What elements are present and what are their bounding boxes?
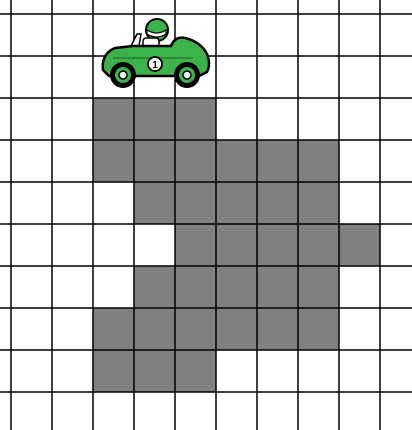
grid-cell-filled[interactable] (257, 224, 298, 266)
grid-cell-empty[interactable] (52, 182, 93, 224)
grid-cell-empty[interactable] (11, 140, 52, 182)
grid-cells (11, 14, 412, 430)
grid-cell-filled[interactable] (93, 98, 134, 140)
grid-cell-empty[interactable] (216, 14, 257, 56)
grid-cell-empty[interactable] (11, 98, 52, 140)
grid-cell-empty[interactable] (52, 56, 93, 98)
grid-cell-empty[interactable] (11, 266, 52, 308)
grid-cell-filled[interactable] (134, 140, 175, 182)
grid-cell-filled[interactable] (216, 182, 257, 224)
grid-cell-empty[interactable] (339, 182, 380, 224)
grid-cell-filled[interactable] (216, 266, 257, 308)
grid-cell-empty[interactable] (52, 308, 93, 350)
grid-cell-filled[interactable] (298, 140, 339, 182)
grid-cell-filled[interactable] (175, 266, 216, 308)
grid-cell-empty[interactable] (216, 350, 257, 392)
grid-cell-empty[interactable] (52, 350, 93, 392)
grid-cell-empty[interactable] (339, 392, 380, 430)
rear-wheel (110, 62, 136, 88)
grid-cell-empty[interactable] (11, 14, 52, 56)
front-wheel (174, 62, 200, 88)
grid-cell-filled[interactable] (93, 140, 134, 182)
grid-cell-empty[interactable] (93, 266, 134, 308)
grid-cell-empty[interactable] (298, 350, 339, 392)
grid-cell-filled[interactable] (175, 308, 216, 350)
grid-cell-empty[interactable] (11, 182, 52, 224)
grid-cell-empty[interactable] (257, 392, 298, 430)
grid-cell-empty[interactable] (339, 140, 380, 182)
grid-cell-filled[interactable] (257, 266, 298, 308)
grid-cell-empty[interactable] (134, 392, 175, 430)
grid-cell-filled[interactable] (175, 224, 216, 266)
grid-cell-filled[interactable] (93, 350, 134, 392)
grid-cell-empty[interactable] (339, 98, 380, 140)
grid-cell-empty[interactable] (298, 14, 339, 56)
grid-cell-empty[interactable] (339, 14, 380, 56)
grid-cell-empty[interactable] (11, 224, 52, 266)
grid-cell-filled[interactable] (257, 182, 298, 224)
grid-cell-empty[interactable] (380, 266, 412, 308)
grid-cell-filled[interactable] (134, 308, 175, 350)
grid-cell-filled[interactable] (257, 140, 298, 182)
grid-cell-empty[interactable] (52, 140, 93, 182)
grid-cell-filled[interactable] (298, 182, 339, 224)
grid-cell-empty[interactable] (339, 56, 380, 98)
grid-cell-filled[interactable] (298, 266, 339, 308)
car-number: 1 (152, 60, 158, 71)
grid-cell-empty[interactable] (52, 224, 93, 266)
grid-cell-filled[interactable] (339, 224, 380, 266)
grid-cell-empty[interactable] (339, 350, 380, 392)
grid-cell-empty[interactable] (11, 56, 52, 98)
grid-cell-filled[interactable] (134, 266, 175, 308)
grid-cell-filled[interactable] (134, 182, 175, 224)
grid-cell-empty[interactable] (298, 98, 339, 140)
grid-cell-empty[interactable] (93, 182, 134, 224)
grid-cell-filled[interactable] (175, 182, 216, 224)
grid-cell-filled[interactable] (134, 98, 175, 140)
grid-cell-empty[interactable] (93, 224, 134, 266)
grid-cell-empty[interactable] (257, 98, 298, 140)
grid-cell-filled[interactable] (216, 308, 257, 350)
grid-cell-empty[interactable] (11, 350, 52, 392)
grid-cell-filled[interactable] (175, 140, 216, 182)
grid-cell-empty[interactable] (339, 266, 380, 308)
grid-cell-empty[interactable] (380, 14, 412, 56)
grid-cell-empty[interactable] (380, 140, 412, 182)
grid-cell-empty[interactable] (11, 392, 52, 430)
grid-cell-empty[interactable] (216, 56, 257, 98)
grid-cell-empty[interactable] (93, 392, 134, 430)
grid-cell-empty[interactable] (380, 182, 412, 224)
grid-cell-empty[interactable] (257, 350, 298, 392)
grid-cell-empty[interactable] (11, 308, 52, 350)
grid-cell-filled[interactable] (298, 224, 339, 266)
grid-cell-filled[interactable] (175, 350, 216, 392)
grid-cell-empty[interactable] (257, 14, 298, 56)
grid-cell-empty[interactable] (380, 56, 412, 98)
grid-cell-empty[interactable] (52, 266, 93, 308)
grid-cell-empty[interactable] (134, 224, 175, 266)
grid-cell-empty[interactable] (175, 392, 216, 430)
grid-cell-empty[interactable] (298, 392, 339, 430)
grid-cell-filled[interactable] (216, 140, 257, 182)
grid-cell-filled[interactable] (134, 350, 175, 392)
grid-cell-empty[interactable] (380, 224, 412, 266)
grid-cell-empty[interactable] (52, 392, 93, 430)
grid-cell-empty[interactable] (52, 14, 93, 56)
grid-cell-empty[interactable] (216, 392, 257, 430)
grid-cell-filled[interactable] (298, 308, 339, 350)
grid-cell-empty[interactable] (52, 98, 93, 140)
grid-cell-empty[interactable] (380, 308, 412, 350)
grid-cell-filled[interactable] (257, 308, 298, 350)
grid-cell-empty[interactable] (257, 56, 298, 98)
grid-cell-empty[interactable] (380, 98, 412, 140)
grid-cell-filled[interactable] (216, 224, 257, 266)
grid-cell-filled[interactable] (175, 98, 216, 140)
grid-cell-empty[interactable] (216, 98, 257, 140)
grid-cell-filled[interactable] (93, 308, 134, 350)
grid-cell-empty[interactable] (339, 308, 380, 350)
grid-cell-empty[interactable] (380, 392, 412, 430)
grid-cell-empty[interactable] (380, 350, 412, 392)
grid-cell-empty[interactable] (298, 56, 339, 98)
